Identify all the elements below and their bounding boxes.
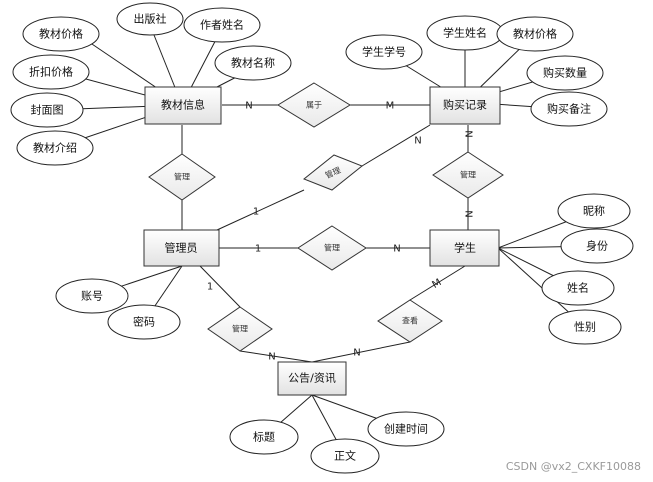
rel-view	[377, 299, 443, 343]
attr-label-account: 账号	[81, 290, 103, 303]
attr-label-student-id: 学生学号	[362, 45, 406, 59]
attr-password	[107, 304, 181, 340]
entity-notice	[277, 361, 347, 396]
card-belongs-n: N	[245, 101, 252, 112]
attr-purchase-qty	[526, 55, 604, 91]
attr-label-discount-price: 折扣价格	[29, 65, 73, 79]
attr-publisher	[116, 2, 184, 36]
attr-title	[229, 419, 299, 455]
attr-author-name	[183, 7, 261, 43]
card-belongs-m: M	[386, 101, 395, 112]
attr-label-textbook-price-1: 教材价格	[39, 27, 83, 41]
rel-label-manage-notice: 管理	[232, 324, 248, 334]
attr-label-student-name: 学生姓名	[443, 26, 487, 40]
attr-identity	[560, 228, 634, 264]
attr-label-name: 姓名	[567, 281, 589, 295]
rel-label-manage-student: 管理	[324, 243, 340, 253]
attr-label-nickname: 昵称	[583, 204, 605, 218]
card-student-n: N	[463, 210, 474, 217]
attr-label-author-name: 作者姓名	[200, 18, 244, 32]
entity-textbook-info	[144, 86, 222, 125]
card-record-n: N	[463, 130, 474, 137]
attr-name	[541, 270, 615, 306]
attr-nickname	[557, 193, 631, 229]
attr-textbook-price-2	[496, 16, 574, 52]
entity-label-notice: 公告/资讯	[288, 372, 336, 385]
card-purchase-1: 1	[253, 207, 259, 218]
attr-label-create-time: 创建时间	[384, 422, 428, 436]
rel-label-manage-purchase: 管理	[460, 170, 476, 180]
card-admin-1: 1	[255, 244, 261, 255]
entity-label-student: 学生	[454, 241, 476, 255]
attr-gender	[548, 309, 622, 345]
rel-manage-student	[297, 225, 367, 271]
rel-label-belongs-to: 属于	[306, 101, 322, 110]
card-purchase-n: N	[414, 136, 421, 147]
rel-manage-purchase	[432, 151, 504, 199]
entity-student	[429, 229, 500, 267]
attr-label-identity: 身份	[586, 239, 608, 253]
card-admin-student-n: N	[393, 244, 400, 255]
rel-manage-record	[303, 154, 363, 191]
entity-label-admin: 管理员	[165, 241, 198, 255]
attr-label-cover-image: 封面图	[31, 103, 64, 117]
attr-label-textbook-price-2: 教材价格	[513, 27, 557, 41]
attr-body	[310, 438, 380, 474]
attr-label-publisher: 出版社	[134, 12, 167, 26]
attr-cover-image	[10, 92, 84, 128]
attr-label-body: 正文	[334, 449, 356, 463]
rel-manage-notice	[207, 306, 273, 352]
attr-label-purchase-qty: 购买数量	[543, 66, 587, 80]
rel-belongs-to	[277, 82, 351, 128]
attr-label-password: 密码	[133, 315, 155, 329]
rel-label-manage-textbook: 管理	[174, 172, 190, 182]
card-student-m: M	[431, 277, 444, 291]
attr-account	[55, 278, 129, 314]
attr-purchase-note	[530, 91, 608, 127]
attr-textbook-name	[214, 45, 292, 81]
entity-purchase-record	[429, 86, 501, 125]
entity-label-purchase-record: 购买记录	[443, 98, 487, 112]
attr-label-purchase-note: 购买备注	[547, 102, 591, 116]
attr-label-textbook-intro: 教材介绍	[33, 141, 77, 155]
rel-manage-textbook	[148, 153, 216, 201]
attr-create-time	[367, 411, 445, 447]
attr-label-textbook-name: 教材名称	[231, 56, 275, 70]
attr-student-id	[345, 34, 423, 70]
rel-label-view: 查看	[402, 316, 418, 326]
entity-label-textbook-info: 教材信息	[161, 98, 205, 112]
entity-boxes	[143, 86, 501, 396]
entity-admin	[143, 229, 220, 267]
card-notice-n1: N	[268, 352, 275, 363]
attr-label-title: 标题	[253, 430, 275, 444]
attr-textbook-price-1	[22, 16, 100, 52]
attr-textbook-intro	[16, 130, 94, 166]
watermark: CSDN @vx2_CXKF10088	[506, 460, 641, 473]
attr-label-gender: 性别	[574, 320, 596, 334]
card-notice-admin-1: 1	[207, 282, 213, 293]
attr-discount-price	[12, 54, 90, 90]
attribute-ellipses	[10, 2, 634, 474]
relationship-diamonds	[148, 82, 504, 352]
card-notice-n2: N	[353, 348, 360, 359]
